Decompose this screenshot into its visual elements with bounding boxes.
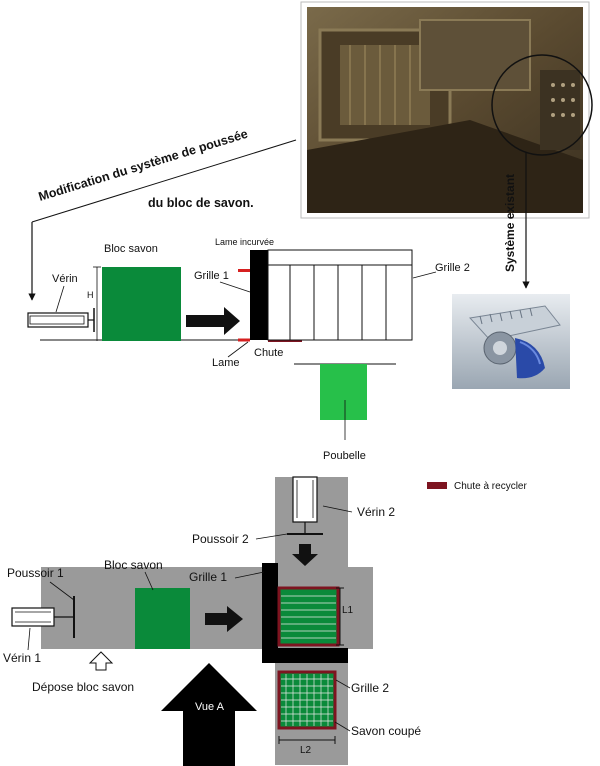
grille2-label-bottom: Grille 2 [351,681,389,695]
soap-block-bottom [135,588,190,649]
vue-a-label: Vue A [195,701,225,713]
lame-incurvee-mark [238,269,250,272]
depose-label: Dépose bloc savon [32,680,134,694]
poubelle-bin [320,364,367,420]
height-label: H [87,290,94,300]
verin2-label: Vérin 2 [357,505,395,519]
title-line-2: du bloc de savon. [148,196,254,210]
motor-picture [452,294,570,389]
grille1-label-top: Grille 1 [194,270,229,282]
chute-label: Chute [254,347,283,359]
legend-swatch [427,482,447,489]
bottom-schematic: Chute à recycler Vérin 2 Poussoir 2 Pous… [3,476,527,766]
grille1-label-bottom: Grille 1 [189,570,227,584]
bloc-savon-label-bottom: Bloc savon [104,558,163,572]
verin-label: Vérin [52,273,78,285]
savon-coupe-label: Savon coupé [351,724,421,738]
depose-arrow [88,651,114,671]
verin1-label: Vérin 1 [3,651,41,665]
verin-body [27,312,89,328]
poussoir2-label: Poussoir 2 [192,532,249,546]
bloc-savon-label-top: Bloc savon [104,243,158,255]
blade-bottom [262,563,278,663]
title-underline [31,139,297,223]
push-arrow-down [292,544,318,566]
soap-block-top [102,267,181,341]
legend-label: Chute à recycler [454,481,527,492]
existing-system-label: Système existant [503,174,517,272]
l2-label: L2 [300,745,312,756]
grille1-grid [277,586,340,647]
push-arrow-right [205,606,243,632]
machine-photo [300,1,593,219]
lame-incurvee-label: Lame incurvée [215,237,274,247]
grille2-label-top: Grille 2 [435,262,470,274]
vue-a-arrow [161,663,257,766]
title-line-1: Modification du système de poussée [37,127,250,204]
push-arrow-top [186,307,240,335]
top-schematic: Vérin H Bloc savon Lame incurvée Grille … [27,237,470,462]
verin1-body [11,607,55,627]
poussoir1-label: Poussoir 1 [7,566,64,580]
lame-label: Lame [212,357,240,369]
highlight-circle [491,54,593,156]
l1-label: L1 [342,605,354,616]
blade-top [250,250,268,340]
poubelle-label: Poubelle [323,450,366,462]
